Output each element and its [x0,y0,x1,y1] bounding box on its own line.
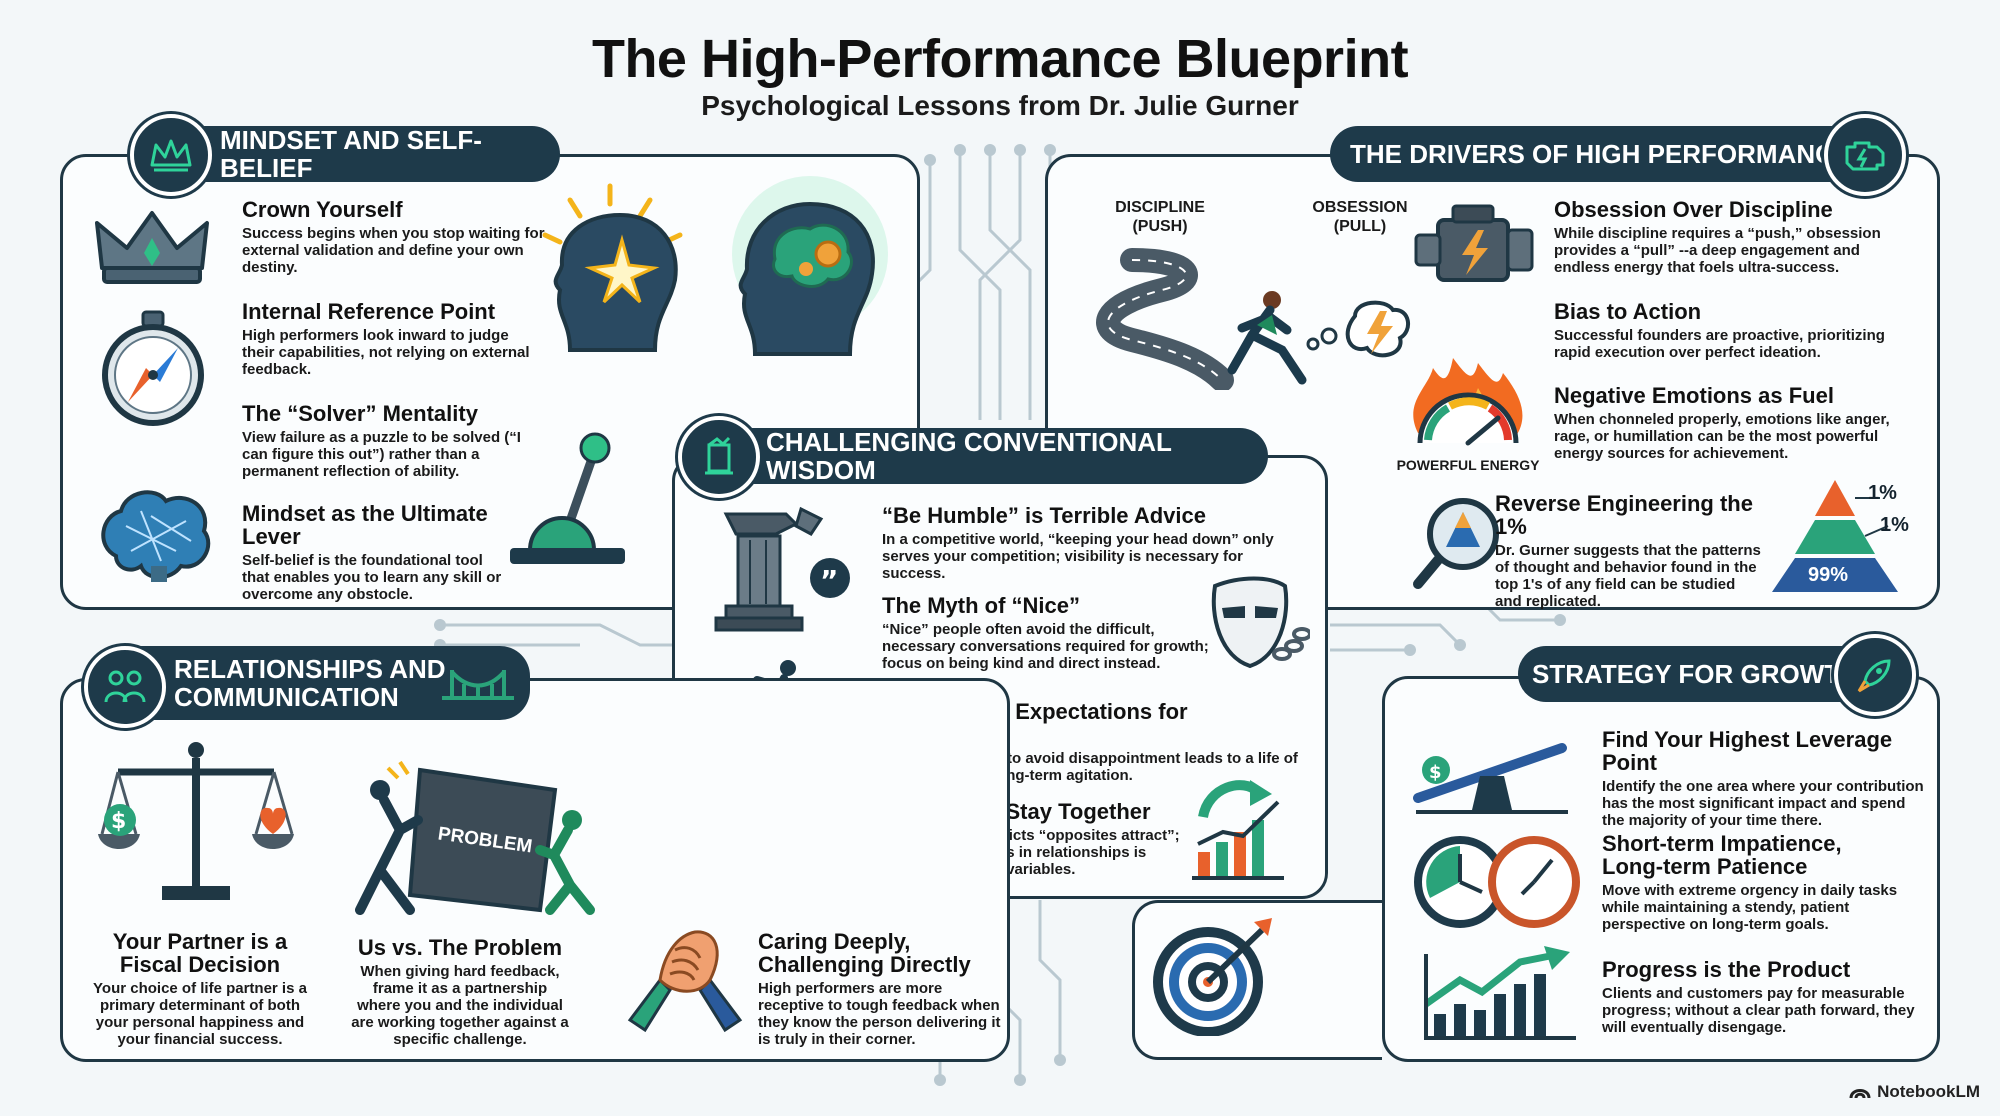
clocks-icon [1414,836,1580,928]
svg-text:$: $ [111,809,126,834]
seesaw-icon: $ [1413,743,1568,814]
progress-chart-icon [1423,946,1576,1040]
page-subtitle: Psychological Lessons from Dr. Julie Gur… [701,90,1299,121]
relationships-item: Caring Deeply, Challenging Directly High… [758,929,1001,1048]
push-problem-icon [355,760,595,915]
road-runner-icon [1096,248,1307,390]
broken-column-icon [678,416,760,498]
engine-icon [1414,204,1534,282]
mindset-item: Mindset as the Ultimate Lever Self-belie… [242,501,502,603]
svg-text:$: $ [1429,762,1442,783]
obsession-label: OBSESSION (PULL) [1312,199,1408,235]
strategy-item: Progress is the Product Clients and cust… [1602,957,1915,1036]
svg-text:”: ” [820,564,838,597]
strategy-item: Short-term Impatience, Long-term Patienc… [1602,831,1898,933]
handshake-icon [627,930,743,1033]
pyramid-base-label: 99% [1808,564,1849,586]
pyramid-top-label: 1% [1868,482,1897,504]
bridge-icon [442,670,514,700]
growth-bars-icon [1192,780,1284,880]
notebooklm-logo-icon [1849,1089,1871,1099]
flame-gauge-icon [1413,358,1523,446]
broken-column-icon: ” [714,506,850,632]
conventional-item: The Myth of “Nice” “Nice” people often a… [882,593,1209,672]
gauge-label: POWERFUL ENERGY [1396,457,1540,473]
thought-bolt-icon [1306,300,1410,358]
brand-footer: NotebookLM [1849,1082,1980,1102]
mindset-item: Internal Reference Point High performers… [242,299,530,378]
relationships-item: Your Partner is a Fiscal Decision Your c… [93,929,307,1048]
rocket-icon [1834,634,1916,716]
pyramid-chart [1772,480,1898,592]
crown-icon [95,211,209,284]
strategy-heading: STRATEGY FOR GROWTH [1518,646,1878,702]
magnifier-icon [1413,498,1499,589]
drivers-item: Reverse Engineering the 1% Dr. Gurner su… [1495,491,1761,610]
scale-icon: $ [98,742,294,900]
brain-icon [101,490,211,582]
compass-icon [102,310,204,426]
head-brain-gear-icon [732,176,888,356]
drivers-item: Bias to Action Successful founders are p… [1554,299,1885,361]
conventional-heading: CHALLENGING CONVENTIONAL WISDOM [700,428,1268,484]
people-icon [84,646,166,728]
discipline-label: DISCIPLINE (PUSH) [1115,199,1205,235]
page-title: The High-Performance Blueprint [591,29,1409,89]
target-icon [1153,918,1272,1036]
head-star-icon [542,183,683,352]
pyramid-mid-label: 1% [1880,514,1909,536]
relationships-item: Us vs. The Problem When giving hard feed… [351,935,569,1048]
mindset-item: Crown Yourself Success begins when you s… [242,197,545,276]
mindset-item: The “Solver” Mentality View failure as a… [242,401,521,480]
lever-icon [510,432,625,564]
conventional-item: “Be Humble” is Terrible Advice In a comp… [882,503,1274,582]
drivers-item: Obsession Over Discipline While discipli… [1554,197,1881,276]
crown-icon [130,114,212,196]
strategy-item: Find Your Highest Leverage Point Identif… [1602,727,1924,829]
relationships-heading: RELATIONSHIPS AND COMMUNICATION [104,646,530,720]
mask-chain-icon [1211,576,1310,669]
engine-icon [1824,114,1906,196]
drivers-heading: THE DRIVERS OF HIGH PERFORMANCE [1330,126,1870,182]
drivers-item: Negative Emotions as Fuel When chonneled… [1554,383,1890,462]
